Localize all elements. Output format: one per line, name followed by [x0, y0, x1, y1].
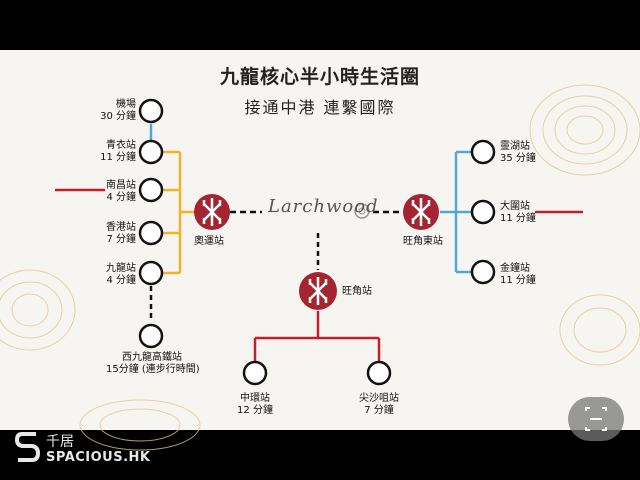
station-time: 11 分鐘: [500, 213, 536, 224]
page-title: 九龍核心半小時生活圈: [219, 66, 420, 88]
station-name: 西九龍高鐵站: [122, 352, 182, 363]
watermark-cn: 千居: [46, 434, 74, 450]
station-time: 11 分鐘: [100, 152, 136, 163]
station-time: 35 分鐘: [500, 153, 536, 164]
station-name: 機場: [116, 99, 136, 110]
station-name: 南昌站: [106, 180, 136, 191]
station-time: 4 分鐘: [106, 275, 136, 286]
station-name: 大圍站: [500, 201, 530, 212]
page-subtitle: 接通中港 連繫國際: [244, 98, 396, 117]
station-tai-wai: [470, 199, 496, 225]
station-name: 金鐘站: [500, 263, 530, 274]
station-west-kowloon: [138, 323, 164, 349]
larchwood-logo-icon: [354, 203, 370, 219]
spacious-logo-icon: [14, 432, 41, 462]
blue-branch-lines: [440, 150, 472, 274]
station-name: 九龍站: [106, 263, 136, 274]
mtr-logo-icon: [411, 198, 431, 226]
mtr-hub-mong-kok: [299, 272, 337, 310]
station-time: 7 分鐘: [364, 405, 394, 416]
station-nam-cheong: [138, 177, 164, 203]
station-east-1: [470, 139, 496, 165]
station-time: 30 分鐘: [100, 111, 136, 122]
wood-ring-decoration: [0, 84, 640, 451]
hub-label-mong-kok-east: 旺角東站: [403, 236, 443, 247]
station-tsing-yi: [138, 139, 164, 165]
yellow-branch-lines: [163, 150, 196, 275]
scan-icon: [585, 407, 607, 431]
station-time: 12 分鐘: [237, 405, 273, 416]
station-time: 7 分鐘: [106, 234, 136, 245]
station-time: 15分鐘 (連步行時間): [106, 364, 200, 375]
station-admiralty: [470, 259, 496, 285]
station-name: 尖沙咀站: [359, 393, 399, 404]
mtr-logo-icon: [202, 198, 222, 226]
station-time: 4 分鐘: [106, 192, 136, 203]
station-time: 11 分鐘: [500, 275, 536, 286]
station-kowloon: [138, 260, 164, 286]
watermark-en: SPACIOUS.HK: [46, 450, 151, 465]
mtr-hub-mong-kok-east: [403, 194, 439, 230]
hub-label-olympic: 奧運站: [194, 236, 224, 247]
station-airport: [138, 98, 164, 124]
station-name: 香港站: [106, 222, 136, 233]
station-name: 靈湖站: [500, 141, 530, 152]
scan-text-button[interactable]: [568, 397, 624, 441]
mtr-hub-olympic: [194, 194, 230, 230]
station-central: [242, 360, 268, 386]
station-tst: [366, 360, 392, 386]
station-circles: [138, 98, 496, 386]
station-name: 青衣站: [106, 140, 136, 151]
red-branch-lines: [253, 311, 381, 362]
station-hong-kong: [138, 220, 164, 246]
larchwood-logo-inner: [358, 207, 366, 215]
station-name: 中環站: [240, 393, 270, 404]
mtr-logo-icon: [308, 277, 328, 305]
brand-name: Larchwood: [268, 196, 379, 217]
hub-label-mong-kok: 旺角站: [342, 286, 372, 297]
